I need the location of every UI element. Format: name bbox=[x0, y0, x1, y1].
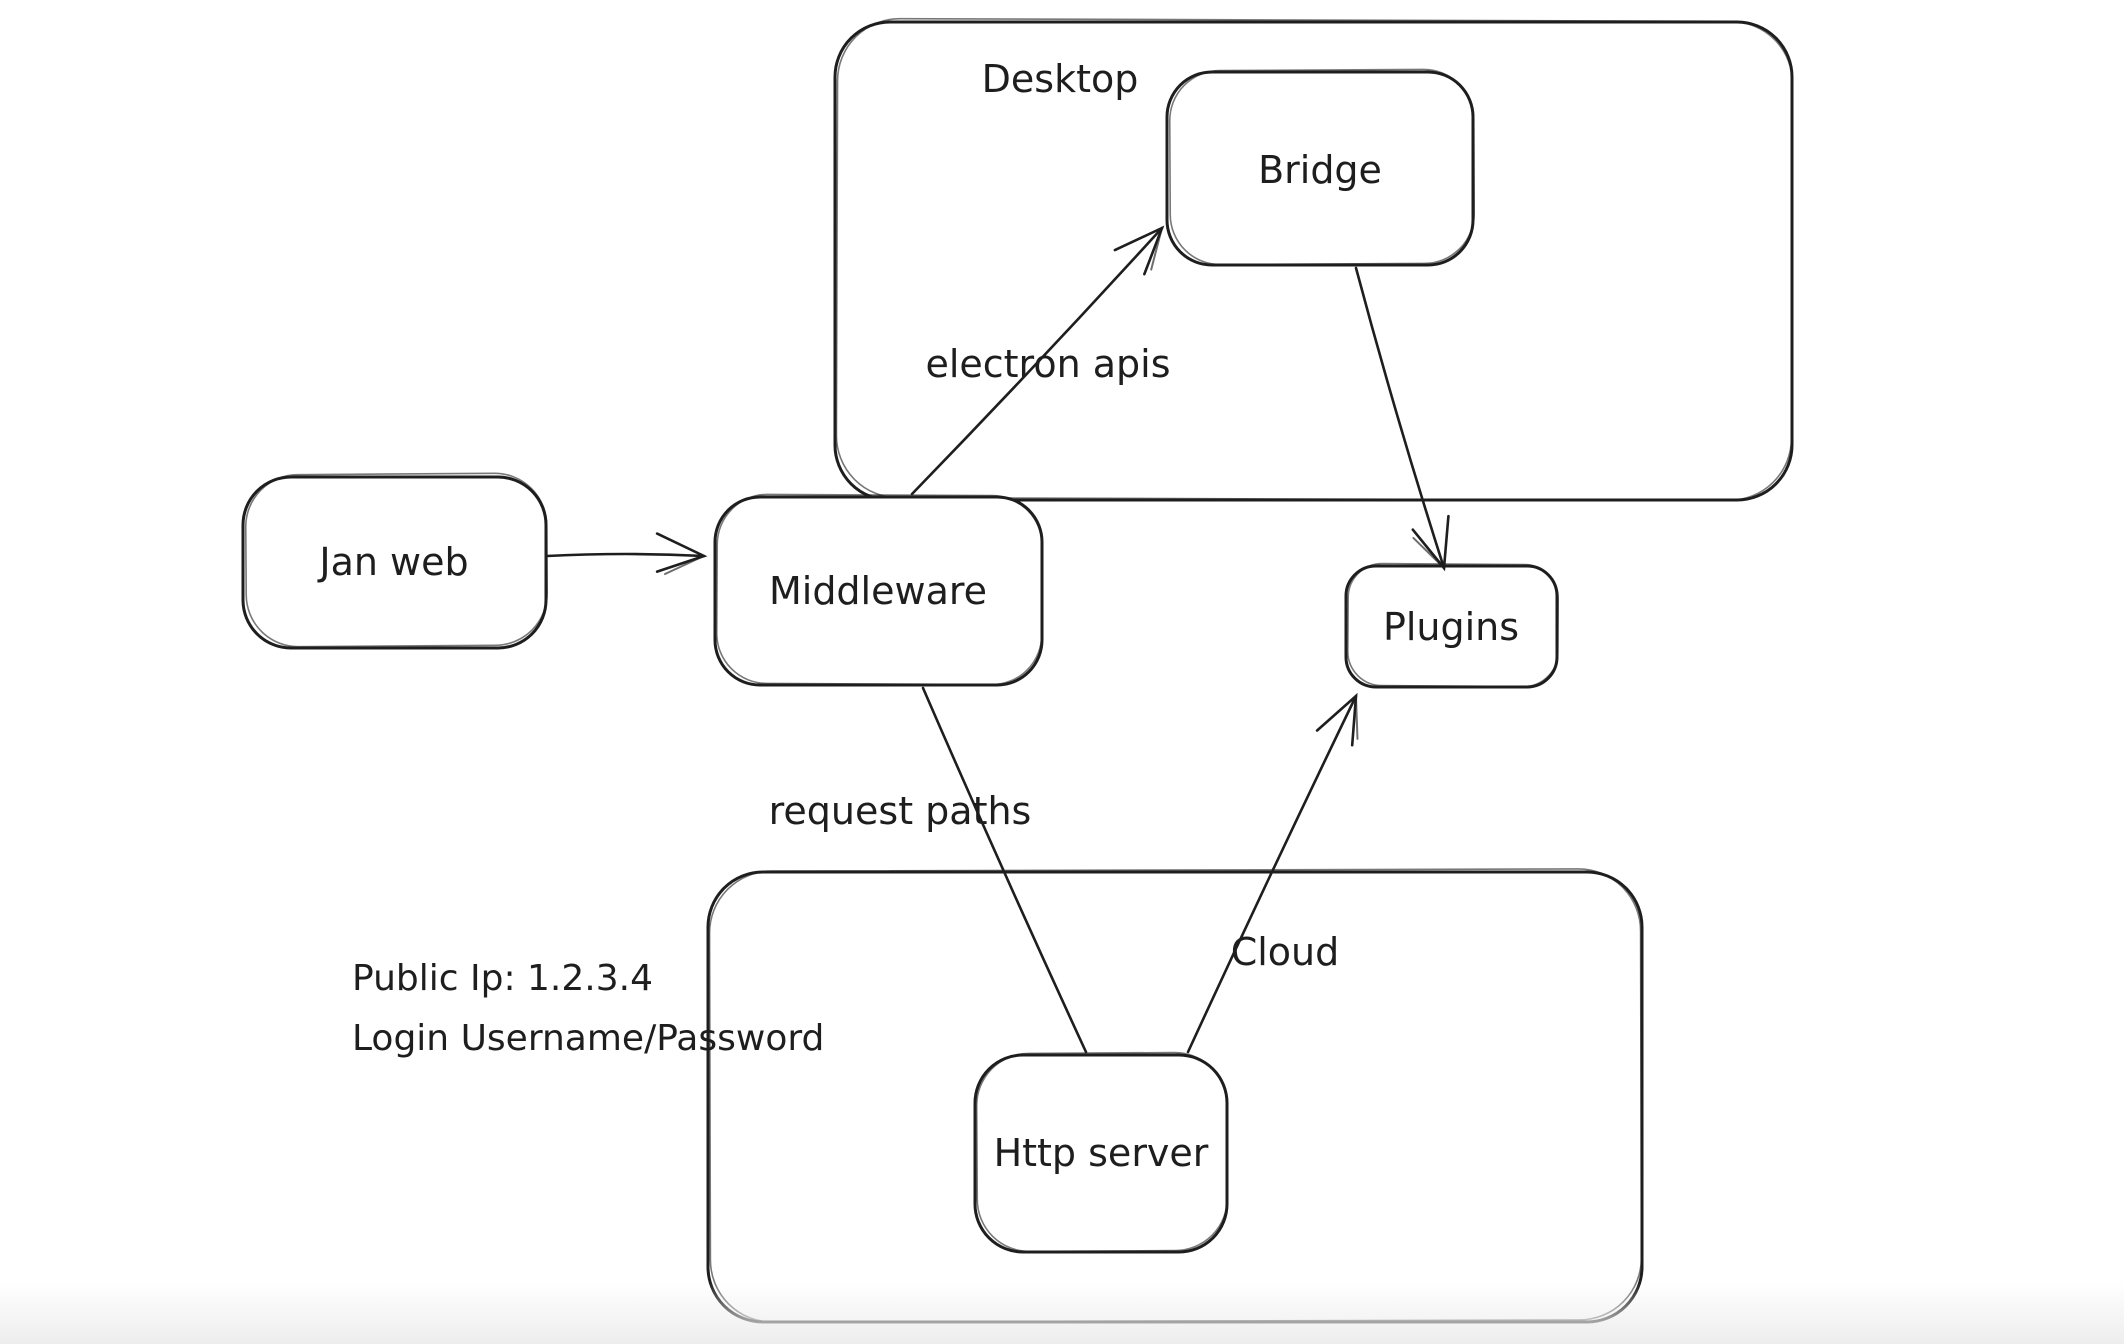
http-server-label: Http server bbox=[994, 1131, 1209, 1175]
bottom-fade bbox=[0, 1282, 2124, 1344]
edge-bridge-to-plugins bbox=[1354, 266, 1450, 572]
edge-middleware-to-bridge bbox=[910, 225, 1165, 496]
cloud-container-label: Cloud bbox=[1231, 930, 1340, 974]
desktop-container-label: Desktop bbox=[982, 57, 1139, 101]
edge-janweb-to-middleware bbox=[545, 532, 708, 576]
annotations-layer: Public Ip: 1.2.3.4 Login Username/Passwo… bbox=[352, 958, 824, 1059]
annotation-public-ip: Public Ip: 1.2.3.4 bbox=[352, 958, 653, 999]
edge-label-request-paths: request paths bbox=[769, 789, 1032, 833]
plugins-label: Plugins bbox=[1383, 605, 1519, 649]
bridge-node: Bridge bbox=[1165, 68, 1476, 267]
jan-web-label: Jan web bbox=[317, 540, 468, 584]
bridge-label: Bridge bbox=[1258, 148, 1382, 192]
annotation-login-credentials: Login Username/Password bbox=[352, 1018, 824, 1059]
http-server-node: Http server bbox=[973, 1051, 1229, 1254]
edge-label-electron-apis: electron apis bbox=[925, 342, 1170, 386]
edges-layer: electron apis request paths bbox=[545, 225, 1450, 1054]
middleware-label: Middleware bbox=[769, 569, 987, 613]
edge-middleware-to-httpserver bbox=[921, 686, 1088, 1054]
edge-httpserver-to-plugins bbox=[1186, 692, 1359, 1054]
jan-web-node: Jan web bbox=[241, 472, 549, 650]
plugins-node: Plugins bbox=[1344, 562, 1559, 689]
middleware-node: Middleware bbox=[713, 493, 1044, 687]
